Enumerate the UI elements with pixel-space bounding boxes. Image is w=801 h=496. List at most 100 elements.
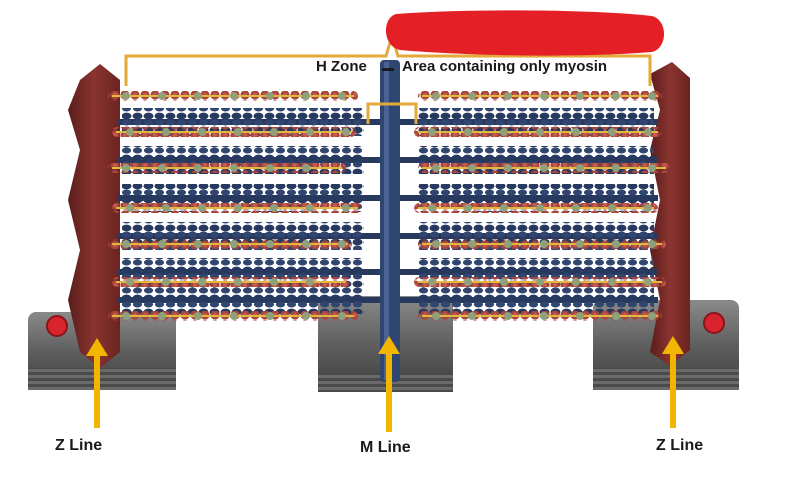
troponin-complex (500, 128, 508, 136)
troponin-complex (428, 204, 436, 212)
troponin-complex (576, 92, 584, 100)
myosin-heads (122, 286, 364, 314)
troponin-complex (122, 92, 130, 100)
troponin-complex (540, 312, 548, 320)
m-line (380, 60, 400, 382)
red-button-icon (46, 315, 68, 337)
troponin-complex (576, 312, 584, 320)
troponin-complex (608, 128, 616, 136)
z-disc-left (68, 64, 120, 368)
troponin-complex (270, 278, 278, 286)
troponin-complex (158, 92, 166, 100)
myosin-heads (418, 286, 654, 314)
arrow-icon (662, 336, 684, 428)
troponin-complex (500, 204, 508, 212)
troponin-complex (342, 204, 350, 212)
troponin-complex (572, 278, 580, 286)
troponin-complex (306, 128, 314, 136)
troponin-complex (158, 240, 166, 248)
troponin-complex (536, 128, 544, 136)
troponin-complex (162, 204, 170, 212)
troponin-complex (338, 92, 346, 100)
troponin-complex (540, 92, 548, 100)
troponin-complex (198, 278, 206, 286)
troponin-complex (468, 164, 476, 172)
troponin-complex (504, 92, 512, 100)
troponin-complex (468, 92, 476, 100)
m-line-label: M Line (360, 439, 411, 456)
troponin-complex (302, 312, 310, 320)
troponin-complex (266, 240, 274, 248)
h-zone-dash (382, 68, 394, 71)
troponin-complex (230, 240, 238, 248)
troponin-complex (612, 240, 620, 248)
troponin-complex (266, 312, 274, 320)
troponin-complex (608, 278, 616, 286)
troponin-complex (464, 278, 472, 286)
red-button-icon (703, 312, 725, 334)
troponin-complex (338, 240, 346, 248)
troponin-complex (572, 128, 580, 136)
troponin-complex (198, 204, 206, 212)
tropomyosin-strand (116, 281, 346, 283)
troponin-complex (648, 240, 656, 248)
tropomyosin-strand (112, 167, 342, 169)
troponin-complex (302, 164, 310, 172)
troponin-complex (122, 164, 130, 172)
troponin-complex (194, 164, 202, 172)
arrow-icon (86, 338, 108, 428)
troponin-complex (428, 128, 436, 136)
troponin-complex (194, 240, 202, 248)
troponin-complex (464, 128, 472, 136)
z-line-label-right: Z Line (656, 437, 704, 454)
troponin-complex (122, 240, 130, 248)
troponin-complex (576, 240, 584, 248)
troponin-complex (644, 128, 652, 136)
troponin-complex (464, 204, 472, 212)
z-line-label-left: Z Line (55, 437, 103, 454)
troponin-complex (194, 92, 202, 100)
troponin-complex (162, 128, 170, 136)
troponin-complex (432, 240, 440, 248)
troponin-complex (270, 204, 278, 212)
redaction-mark (385, 10, 664, 56)
troponin-complex (122, 312, 130, 320)
troponin-complex (230, 312, 238, 320)
m-line-highlight (384, 62, 389, 380)
troponin-complex (612, 312, 620, 320)
troponin-complex (432, 312, 440, 320)
troponin-complex (644, 204, 652, 212)
z-disc-right (650, 62, 690, 366)
troponin-complex (158, 164, 166, 172)
troponin-complex (338, 312, 346, 320)
troponin-complex (540, 164, 548, 172)
arrow-icon (378, 336, 400, 432)
troponin-complex (648, 312, 656, 320)
troponin-complex (230, 164, 238, 172)
troponin-complex (432, 164, 440, 172)
troponin-complex (612, 164, 620, 172)
troponin-complex (342, 128, 350, 136)
h-zone-label: H Zone (316, 58, 367, 75)
troponin-complex (540, 240, 548, 248)
h-zone-bracket (366, 102, 418, 124)
troponin-complex (504, 164, 512, 172)
troponin-complex (428, 278, 436, 286)
actin-filaments (108, 91, 670, 321)
troponin-complex (270, 128, 278, 136)
troponin-complex (302, 240, 310, 248)
troponin-complex (504, 312, 512, 320)
troponin-complex (198, 128, 206, 136)
troponin-complex (648, 92, 656, 100)
troponin-complex (126, 204, 134, 212)
troponin-complex (468, 312, 476, 320)
troponin-complex (234, 204, 242, 212)
troponin-complex (162, 278, 170, 286)
troponin-complex (536, 278, 544, 286)
troponin-complex (194, 312, 202, 320)
troponin-complex (306, 278, 314, 286)
troponin-complex (266, 92, 274, 100)
troponin-complex (432, 92, 440, 100)
troponin-complex (266, 164, 274, 172)
